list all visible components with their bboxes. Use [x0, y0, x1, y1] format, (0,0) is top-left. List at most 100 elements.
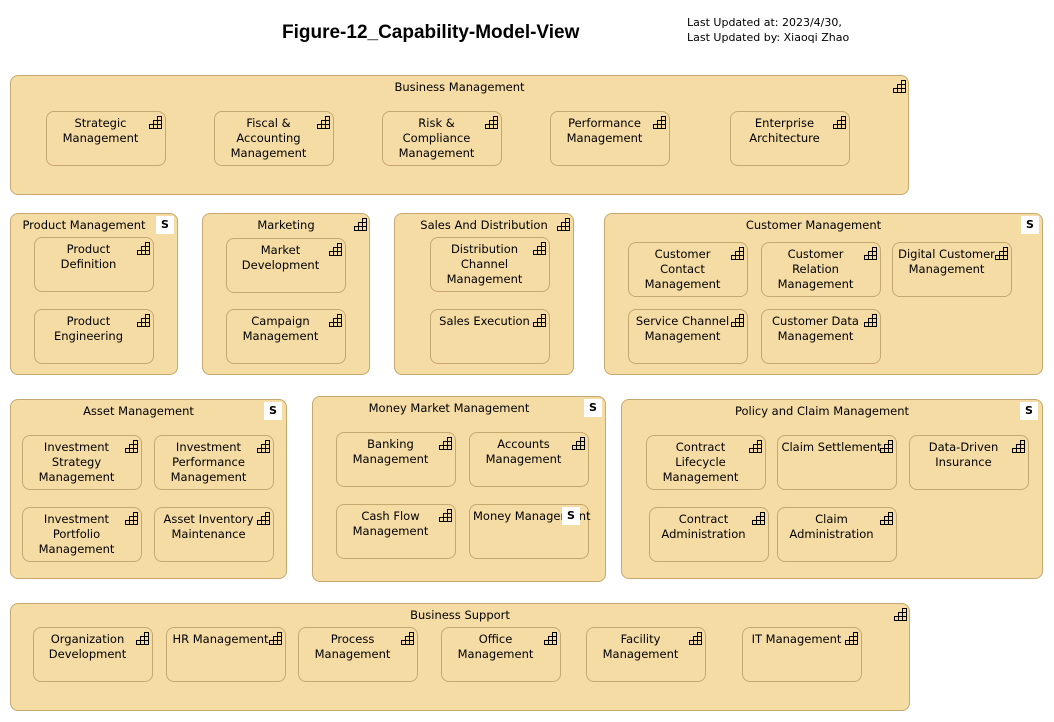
- capability-icon: [149, 116, 162, 129]
- capability-it-management[interactable]: IT Management: [742, 627, 862, 682]
- capability-office-management[interactable]: Office Management: [441, 627, 561, 682]
- capability-banking-management[interactable]: Banking Management: [336, 432, 456, 487]
- capability-label: Customer Data Management: [772, 314, 859, 343]
- specialization-badge: S: [1020, 402, 1038, 420]
- capability-performance-management[interactable]: Performance Management: [550, 111, 670, 166]
- capability-label: Cash Flow Management: [352, 509, 429, 538]
- capability-icon: [880, 440, 893, 453]
- capability-claim-settlement[interactable]: Claim Settlement: [777, 435, 897, 490]
- capability-investment-performance-management[interactable]: Investment Performance Management: [154, 435, 274, 490]
- capability-distribution-channel-management[interactable]: Distribution Channel Management: [430, 237, 550, 292]
- capability-label: Investment Performance Management: [170, 440, 247, 484]
- capability-icon: [893, 80, 906, 93]
- specialization-badge: S: [1021, 216, 1039, 234]
- capability-customer-contact-management[interactable]: Customer Contact Management: [628, 242, 748, 297]
- capability-label: Data-Driven Insurance: [928, 440, 999, 469]
- capability-process-management[interactable]: Process Management: [298, 627, 418, 682]
- capability-label: Enterprise Architecture: [749, 116, 820, 145]
- group-title: Product Management: [22, 218, 146, 232]
- capability-label: Asset Inventory Maintenance: [163, 512, 254, 541]
- group-title: Business Management: [394, 80, 525, 94]
- capability-label: Product Engineering: [54, 314, 123, 343]
- capability-icon: [485, 116, 498, 129]
- capability-icon: [833, 116, 846, 129]
- capability-icon: [749, 440, 762, 453]
- capability-label: Investment Strategy Management: [38, 440, 115, 484]
- capability-market-development[interactable]: Market Development: [226, 238, 346, 293]
- capability-campaign-management[interactable]: Campaign Management: [226, 309, 346, 364]
- capability-icon: [533, 242, 546, 255]
- capability-product-engineering[interactable]: Product Engineering: [34, 309, 154, 364]
- specialization-badge: S: [264, 402, 282, 420]
- capability-fiscal-and-accounting-management[interactable]: Fiscal & Accounting Management: [214, 111, 334, 166]
- capability-service-channel-management[interactable]: Service Channel Management: [628, 309, 748, 364]
- capability-icon: [557, 218, 570, 231]
- capability-label: Product Definition: [60, 242, 117, 271]
- capability-label: Process Management: [314, 632, 391, 661]
- group-title: Customer Management: [745, 218, 882, 232]
- capability-contract-lifecycle-management[interactable]: Contract Lifecycle Management: [646, 435, 766, 490]
- capability-contract-administration[interactable]: Contract Administration: [649, 507, 769, 562]
- capability-label: Campaign Management: [242, 314, 319, 343]
- capability-sales-execution[interactable]: Sales Execution: [430, 309, 550, 364]
- capability-enterprise-architecture[interactable]: Enterprise Architecture: [730, 111, 850, 166]
- last-updated-by: Last Updated by: Xiaoqi Zhao: [687, 31, 850, 44]
- capability-investment-portfolio-management[interactable]: Investment Portfolio Management: [22, 507, 142, 562]
- capability-label: Customer Relation Management: [777, 247, 854, 291]
- capability-icon: [731, 247, 744, 260]
- capability-icon: [439, 509, 452, 522]
- capability-organization-development[interactable]: Organization Development: [33, 627, 153, 682]
- capability-icon: [845, 632, 858, 645]
- capability-claim-administration[interactable]: Claim Administration: [777, 507, 897, 562]
- capability-label: Office Management: [457, 632, 534, 661]
- group-title: Money Market Management: [368, 401, 530, 415]
- capability-label: IT Management: [751, 632, 842, 646]
- capability-cash-flow-management[interactable]: Cash Flow Management: [336, 504, 456, 559]
- group-title: Marketing: [257, 218, 315, 232]
- capability-label: Sales Execution: [439, 314, 530, 328]
- capability-icon: [731, 314, 744, 327]
- capability-label: Fiscal & Accounting Management: [230, 116, 307, 160]
- capability-data-driven-insurance[interactable]: Data-Driven Insurance: [909, 435, 1029, 490]
- capability-label: Contract Lifecycle Management: [662, 440, 739, 484]
- capability-label: Claim Administration: [789, 512, 874, 541]
- capability-icon: [894, 608, 907, 621]
- update-info: Last Updated at: 2023/4/30, Last Updated…: [687, 15, 849, 45]
- capability-customer-relation-management[interactable]: Customer Relation Management: [761, 242, 881, 297]
- capability-label: Banking Management: [352, 437, 429, 466]
- capability-risk-and-compliance-management[interactable]: Risk & Compliance Management: [382, 111, 502, 166]
- group-title: Policy and Claim Management: [734, 404, 910, 418]
- capability-label: Performance Management: [566, 116, 643, 145]
- capability-strategic-management[interactable]: Strategic Management: [46, 111, 166, 166]
- capability-label: Customer Contact Management: [644, 247, 721, 291]
- capability-accounts-management[interactable]: Accounts Management: [469, 432, 589, 487]
- capability-label: Market Development: [241, 243, 320, 272]
- capability-icon: [401, 632, 414, 645]
- capability-icon: [136, 632, 149, 645]
- capability-investment-strategy-management[interactable]: Investment Strategy Management: [22, 435, 142, 490]
- capability-icon: [864, 247, 877, 260]
- capability-icon: [653, 116, 666, 129]
- capability-hr-management[interactable]: HR Management: [166, 627, 286, 682]
- capability-icon: [533, 314, 546, 327]
- capability-icon: [125, 512, 138, 525]
- specialization-badge: S: [562, 507, 580, 525]
- diagram-title: Figure-12_Capability-Model-View: [282, 22, 580, 43]
- group-title: Business Support: [410, 608, 510, 622]
- capability-asset-inventory-maintenance[interactable]: Asset Inventory Maintenance: [154, 507, 274, 562]
- capability-icon: [257, 440, 270, 453]
- capability-label: Claim Settlement: [781, 440, 882, 454]
- capability-facility-management[interactable]: Facility Management: [586, 627, 706, 682]
- capability-icon: [439, 437, 452, 450]
- capability-label: Money Management: [473, 509, 591, 523]
- capability-icon: [689, 632, 702, 645]
- capability-digital-customer-management[interactable]: Digital Customer Management: [892, 242, 1012, 297]
- capability-product-definition[interactable]: Product Definition: [34, 237, 154, 292]
- capability-icon: [880, 512, 893, 525]
- capability-customer-data-management[interactable]: Customer Data Management: [761, 309, 881, 364]
- last-updated-at: Last Updated at: 2023/4/30,: [687, 16, 842, 29]
- capability-label: Distribution Channel Management: [446, 242, 523, 286]
- capability-label: HR Management: [172, 632, 269, 646]
- group-title: Asset Management: [83, 404, 194, 418]
